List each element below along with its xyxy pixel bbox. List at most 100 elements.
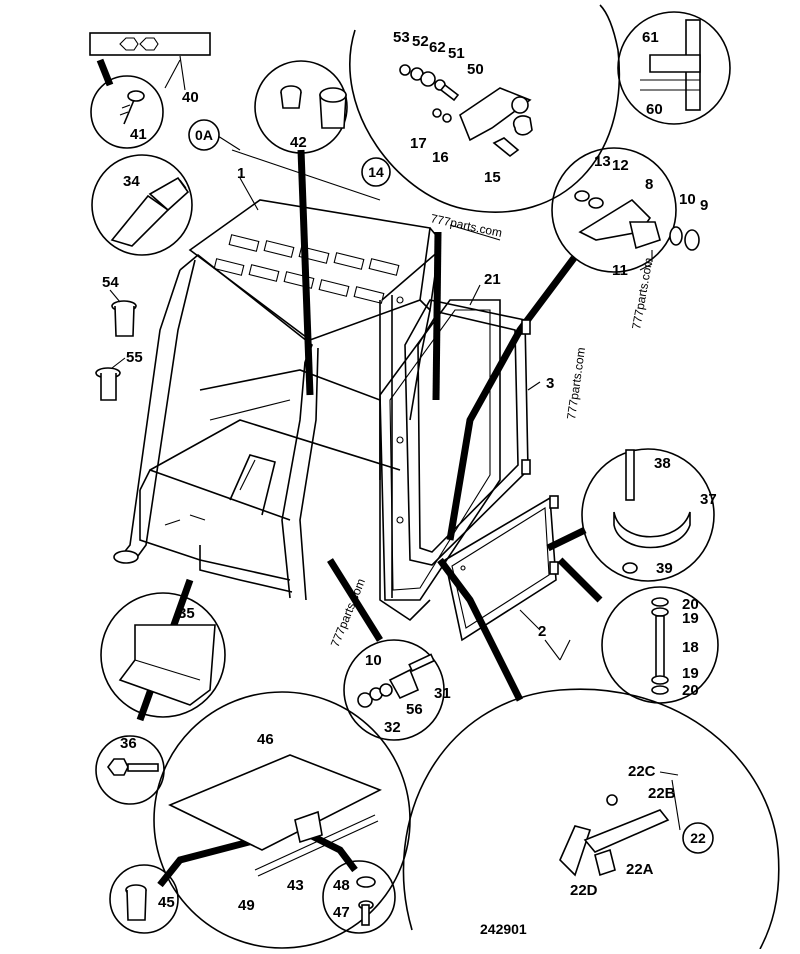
callout-17: 17 bbox=[410, 135, 427, 152]
detail-46-plate bbox=[168, 754, 382, 877]
callout-50: 50 bbox=[467, 61, 484, 78]
callout-22D: 22D bbox=[570, 882, 598, 899]
detail-14-parts bbox=[399, 64, 533, 158]
circled-ref-14: 14 bbox=[361, 157, 391, 187]
part-34-tube bbox=[110, 176, 190, 247]
detail-hinge-pin-outline bbox=[617, 11, 731, 125]
callout-13: 13 bbox=[594, 153, 611, 170]
detail-22-parts bbox=[559, 794, 670, 877]
lower-panel bbox=[444, 495, 559, 642]
callout-10-handle: 10 bbox=[679, 191, 696, 208]
callout-42: 42 bbox=[290, 134, 307, 151]
circled-ref-14-label: 14 bbox=[368, 164, 384, 180]
detail-clamp-parts bbox=[613, 449, 691, 574]
callout-45: 45 bbox=[158, 894, 175, 911]
circled-ref-22-label: 22 bbox=[690, 830, 706, 846]
assembly-label: 0A bbox=[195, 127, 213, 143]
callout-19-bottom: 19 bbox=[682, 665, 699, 682]
detail-circles bbox=[90, 4, 780, 950]
drawing-number: 242901 bbox=[480, 921, 527, 937]
detail-37-outline bbox=[581, 448, 715, 582]
callout-numbers: 1 2 3 8 9 10 10 11 12 13 15 16 17 18 19 … bbox=[102, 29, 717, 921]
callout-3: 3 bbox=[546, 375, 554, 392]
part-41-screw bbox=[119, 90, 145, 125]
callout-41: 41 bbox=[130, 126, 147, 143]
detail-34-outline bbox=[91, 154, 193, 256]
callout-22A: 22A bbox=[626, 861, 654, 878]
part-54-55-bushes bbox=[95, 300, 137, 401]
callout-55: 55 bbox=[126, 349, 143, 366]
detail-45-outline bbox=[109, 864, 179, 934]
callout-20-bottom: 20 bbox=[682, 682, 699, 699]
callout-56: 56 bbox=[406, 701, 423, 718]
callout-36: 36 bbox=[120, 735, 137, 752]
callout-22B: 22B bbox=[648, 785, 676, 802]
callout-37: 37 bbox=[700, 491, 717, 508]
band-41 bbox=[96, 58, 114, 87]
callout-10-bracket: 10 bbox=[365, 652, 382, 669]
callout-53: 53 bbox=[393, 29, 410, 46]
callout-52: 52 bbox=[412, 33, 429, 50]
band-18 bbox=[557, 557, 603, 603]
callout-46: 46 bbox=[257, 731, 274, 748]
callout-8: 8 bbox=[645, 176, 653, 193]
callout-12: 12 bbox=[612, 157, 629, 174]
callout-20-top: 20 bbox=[682, 596, 699, 613]
callout-49: 49 bbox=[238, 897, 255, 914]
callout-48: 48 bbox=[333, 877, 350, 894]
callout-11: 11 bbox=[612, 262, 628, 279]
callout-22C: 22C bbox=[628, 763, 656, 780]
callout-15: 15 bbox=[484, 169, 501, 186]
detail-36-bolt bbox=[107, 758, 159, 776]
callout-51: 51 bbox=[448, 45, 465, 62]
callout-9: 9 bbox=[700, 197, 708, 214]
leader-lines bbox=[109, 59, 681, 831]
detail-47-parts bbox=[356, 876, 376, 926]
callout-32: 32 bbox=[384, 719, 401, 736]
detail-35-outline bbox=[100, 592, 226, 718]
detail-door-handle-outline bbox=[551, 147, 677, 273]
callout-38: 38 bbox=[654, 455, 671, 472]
detail-31-outline bbox=[343, 639, 445, 741]
part-40-bracket bbox=[89, 32, 211, 91]
callout-19-top: 19 bbox=[682, 610, 699, 627]
detail-31-parts bbox=[357, 653, 436, 708]
callout-61: 61 bbox=[642, 29, 659, 46]
band-handle bbox=[446, 255, 577, 541]
band-42 bbox=[297, 149, 314, 396]
detail-45-nut bbox=[125, 884, 147, 921]
part-42-caps bbox=[280, 85, 347, 129]
detail-47-outline bbox=[322, 860, 396, 934]
circled-ref-22: 22 bbox=[682, 822, 714, 854]
callout-35: 35 bbox=[178, 605, 195, 622]
cab-frame bbox=[113, 199, 441, 622]
callout-43: 43 bbox=[287, 877, 304, 894]
callout-18: 18 bbox=[682, 639, 699, 656]
watermark-2: 777parts.com bbox=[629, 256, 655, 330]
detail-pin-parts bbox=[651, 597, 669, 695]
callout-1: 1 bbox=[237, 165, 245, 182]
door-assembly bbox=[379, 299, 531, 601]
callout-40: 40 bbox=[182, 89, 199, 106]
callout-54: 54 bbox=[102, 274, 119, 291]
band-31 bbox=[327, 558, 383, 642]
callout-39: 39 bbox=[656, 560, 673, 577]
callout-47: 47 bbox=[333, 904, 350, 921]
detail-14-outline bbox=[349, 4, 621, 213]
callout-31: 31 bbox=[434, 685, 451, 702]
detail-35-bracket bbox=[118, 624, 216, 706]
band-22 bbox=[437, 557, 524, 702]
assembly-ref-0A: 0A bbox=[188, 119, 220, 151]
detail-handle-parts bbox=[574, 190, 700, 262]
callout-60: 60 bbox=[646, 101, 663, 118]
callout-2: 2 bbox=[538, 623, 546, 640]
callout-34: 34 bbox=[123, 173, 140, 190]
detail-hinge-parts bbox=[640, 19, 701, 111]
detail-22-outline bbox=[402, 688, 780, 950]
detail-41-outline bbox=[90, 75, 164, 149]
callout-16: 16 bbox=[432, 149, 449, 166]
callout-21: 21 bbox=[484, 271, 501, 288]
watermark-3: 777parts.com bbox=[564, 346, 588, 420]
